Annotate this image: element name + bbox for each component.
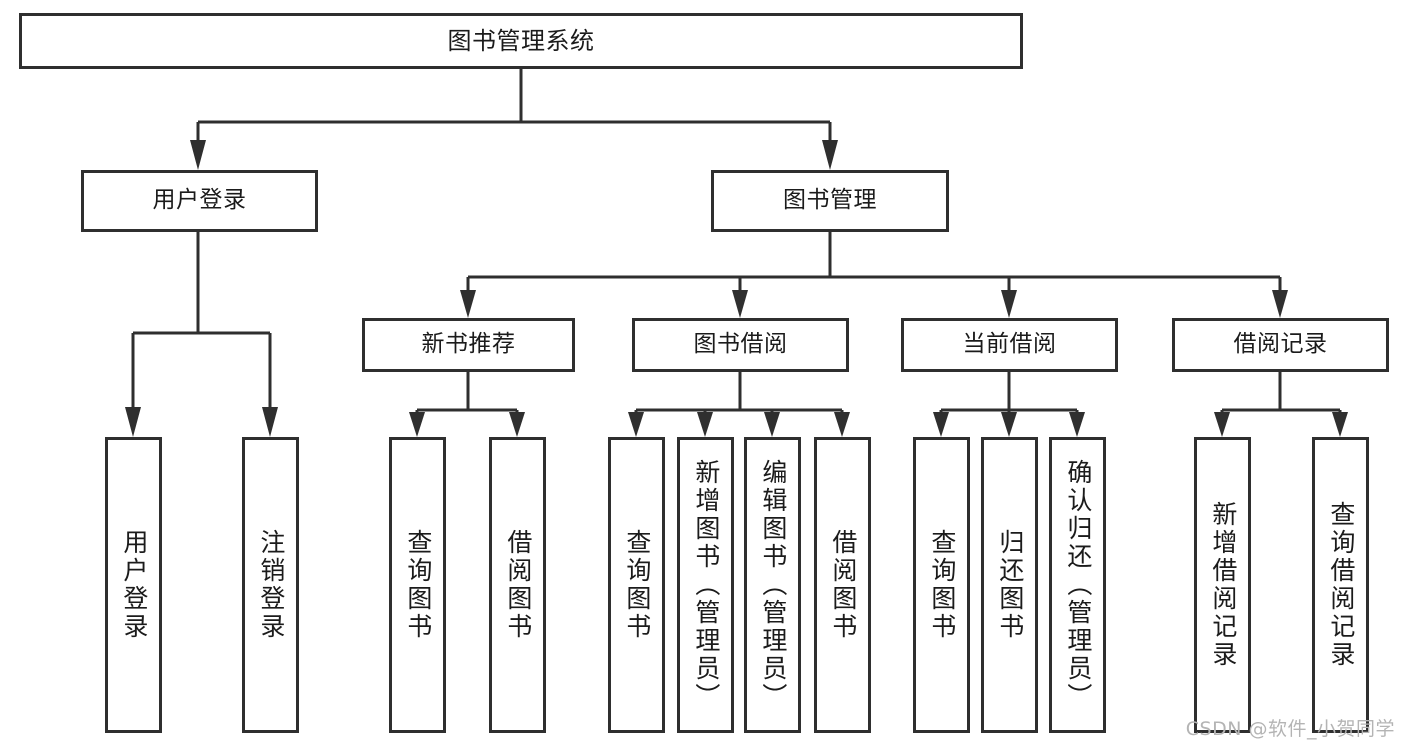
arrowhead-leaf-user-login [125, 407, 141, 437]
node-label: 借阅图书 [503, 529, 533, 641]
node-label: 查询图书 [403, 529, 433, 641]
leaf-borrow-borrow-book[interactable]: 借阅图书 [814, 437, 871, 733]
arrowhead-leaf-cb-query [933, 412, 949, 437]
arrowhead-leaf-bb-borrow [834, 412, 850, 437]
arrowhead-leaf-bb-add [697, 412, 713, 437]
arrowhead-group-record [1272, 290, 1288, 318]
leaf-current-query-book[interactable]: 查询图书 [913, 437, 970, 733]
node-label: 图书借阅 [693, 331, 788, 358]
node-user-login[interactable]: 用户登录 [81, 170, 318, 232]
arrowhead-group-current [1001, 290, 1017, 318]
arrowhead-leaf-bb-edit [764, 412, 780, 437]
arrowhead-leaf-logout [262, 407, 278, 437]
node-label: 注销登录 [256, 529, 286, 641]
node-book-management[interactable]: 图书管理 [711, 170, 949, 232]
arrowhead-group-borrow [732, 290, 748, 318]
node-root-book-management-system[interactable]: 图书管理系统 [19, 13, 1023, 69]
node-group-book-borrow[interactable]: 图书借阅 [632, 318, 849, 372]
arrowhead-leaf-br-add [1214, 412, 1230, 437]
node-label: 当前借阅 [962, 331, 1057, 358]
arrowhead-user-login [190, 140, 206, 170]
leaf-record-add-borrow-record[interactable]: 新增借阅记录 [1194, 437, 1251, 733]
node-group-current-borrow[interactable]: 当前借阅 [901, 318, 1118, 372]
node-label: 新书推荐 [421, 331, 516, 358]
leaf-record-query-borrow-record[interactable]: 查询借阅记录 [1312, 437, 1369, 733]
node-label: 借阅图书 [828, 529, 858, 641]
node-label: 新增借阅记录 [1208, 501, 1238, 669]
arrowhead-leaf-nb-borrow [509, 412, 525, 437]
arrowhead-leaf-bb-query [628, 412, 644, 437]
node-label: 查询图书 [622, 529, 652, 641]
leaf-newbook-query-book[interactable]: 查询图书 [389, 437, 446, 733]
node-group-borrow-record[interactable]: 借阅记录 [1172, 318, 1389, 372]
node-label: 借阅记录 [1233, 331, 1328, 358]
arrowhead-leaf-cb-confirm [1069, 412, 1085, 437]
arrowhead-leaf-nb-query [409, 412, 425, 437]
arrowhead-leaf-br-query [1332, 412, 1348, 437]
node-label: 归还图书 [995, 529, 1025, 641]
node-label: 查询图书 [927, 529, 957, 641]
node-label: 编辑图书（管理员） [758, 459, 788, 711]
node-label: 图书管理 [783, 187, 877, 214]
watermark: CSDN @软件_小贺同学 [1185, 718, 1395, 740]
leaf-current-confirm-return-admin[interactable]: 确认归还（管理员） [1049, 437, 1106, 733]
node-label: 用户登录 [152, 187, 247, 214]
leaf-borrow-add-book-admin[interactable]: 新增图书（管理员） [677, 437, 734, 733]
leaf-borrow-query-book[interactable]: 查询图书 [608, 437, 665, 733]
leaf-current-return-book[interactable]: 归还图书 [981, 437, 1038, 733]
arrowhead-group-new-book [460, 290, 476, 318]
node-label: 确认归还（管理员） [1063, 459, 1093, 711]
leaf-borrow-edit-book-admin[interactable]: 编辑图书（管理员） [744, 437, 801, 733]
node-label: 用户登录 [119, 529, 149, 641]
node-label: 图书管理系统 [447, 26, 595, 55]
leaf-logout[interactable]: 注销登录 [242, 437, 299, 733]
arrowhead-leaf-cb-return [1001, 412, 1017, 437]
leaf-newbook-borrow-book[interactable]: 借阅图书 [489, 437, 546, 733]
arrowhead-book-mgmt [822, 140, 838, 170]
leaf-user-login[interactable]: 用户登录 [105, 437, 162, 733]
node-label: 新增图书（管理员） [691, 459, 721, 711]
node-label: 查询借阅记录 [1326, 501, 1356, 669]
node-group-new-book-recommend[interactable]: 新书推荐 [362, 318, 575, 372]
